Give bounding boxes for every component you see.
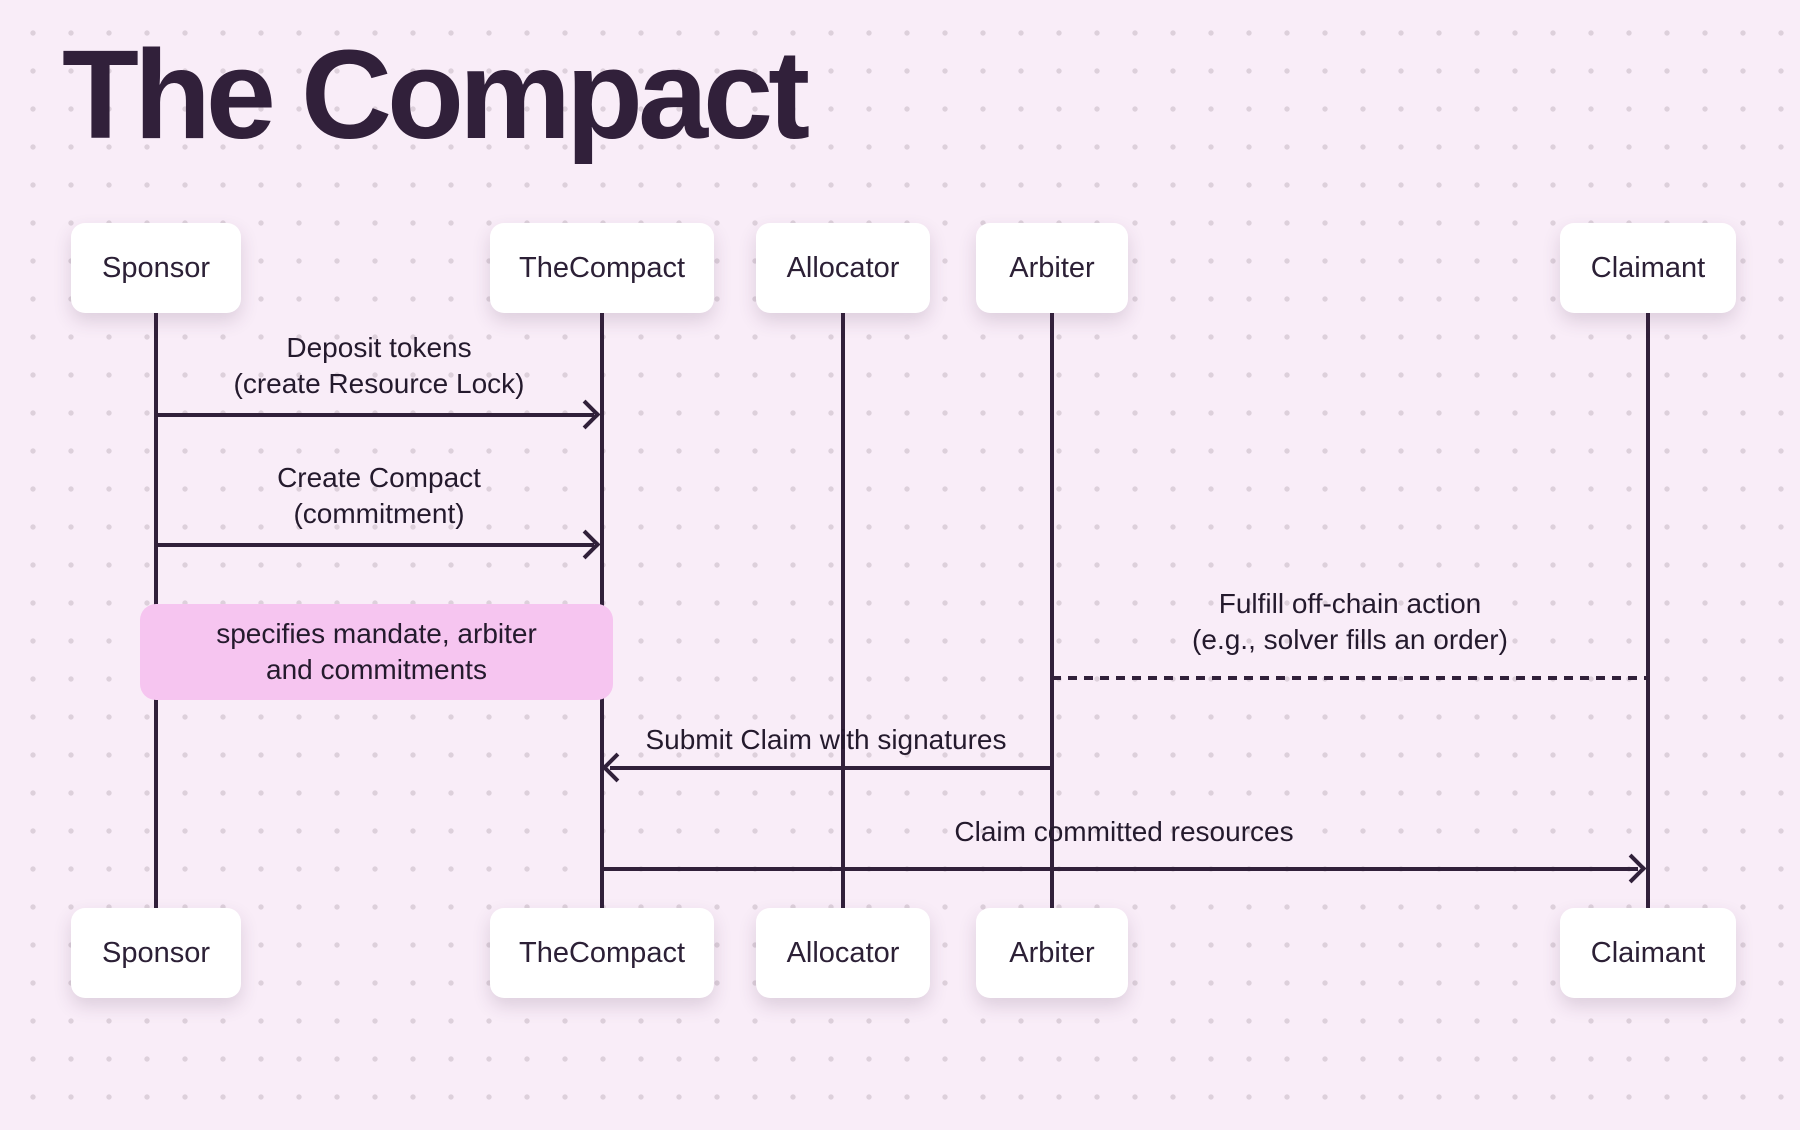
message-line-create-compact: [156, 543, 594, 547]
actor-label: Sponsor: [101, 936, 210, 969]
arrowhead-right-icon: [570, 529, 601, 560]
actor-claimant-bottom: Claimant: [1560, 908, 1736, 998]
message-line-claim-resources: [602, 867, 1638, 871]
note-specifies-mandate: specifies mandate, arbiter and commitmen…: [140, 604, 613, 700]
actor-label: Claimant: [1590, 936, 1706, 969]
message-label-claim-resources: Claim committed resources: [954, 816, 1294, 847]
arrowhead-left-icon: [601, 752, 632, 783]
lifeline-claimant: [1646, 313, 1650, 908]
message-line-fulfill-offchain: [1052, 676, 1646, 680]
message-label-submit-claim: Submit Claim with signatures: [645, 724, 1007, 755]
arrowhead-right-icon: [1616, 853, 1647, 884]
diagram-title: The Compact: [62, 24, 810, 165]
actor-label: Allocator: [786, 936, 900, 969]
actor-label: Claimant: [1590, 251, 1706, 284]
actor-label: Arbiter: [1009, 936, 1095, 969]
lifeline-allocator: [841, 313, 845, 908]
lifeline-arbiter: [1050, 313, 1054, 908]
actor-arbiter-top: Arbiter: [976, 223, 1128, 313]
actor-label: Sponsor: [101, 251, 210, 284]
message-line-deposit-tokens: [156, 413, 594, 417]
message-label-create-compact: Create Compact (commitment): [277, 462, 481, 529]
actor-thecompact-bottom: TheCompact: [490, 908, 714, 998]
actor-allocator-top: Allocator: [756, 223, 930, 313]
message-line-submit-claim: [610, 766, 1050, 770]
actor-claimant-top: Claimant: [1560, 223, 1736, 313]
actor-sponsor-bottom: Sponsor: [71, 908, 241, 998]
actor-sponsor-top: Sponsor: [71, 223, 241, 313]
actor-label: Arbiter: [1009, 251, 1095, 284]
actor-label: TheCompact: [518, 936, 685, 969]
message-label-deposit-tokens: Deposit tokens (create Resource Lock): [233, 332, 525, 399]
actor-thecompact-top: TheCompact: [490, 223, 714, 313]
message-label-fulfill-offchain: Fulfill off-chain action (e.g., solver f…: [1192, 588, 1508, 655]
actor-label: TheCompact: [518, 251, 685, 284]
actor-arbiter-bottom: Arbiter: [976, 908, 1128, 998]
actor-label: Allocator: [786, 251, 900, 284]
arrowhead-right-icon: [570, 399, 601, 430]
actor-allocator-bottom: Allocator: [756, 908, 930, 998]
